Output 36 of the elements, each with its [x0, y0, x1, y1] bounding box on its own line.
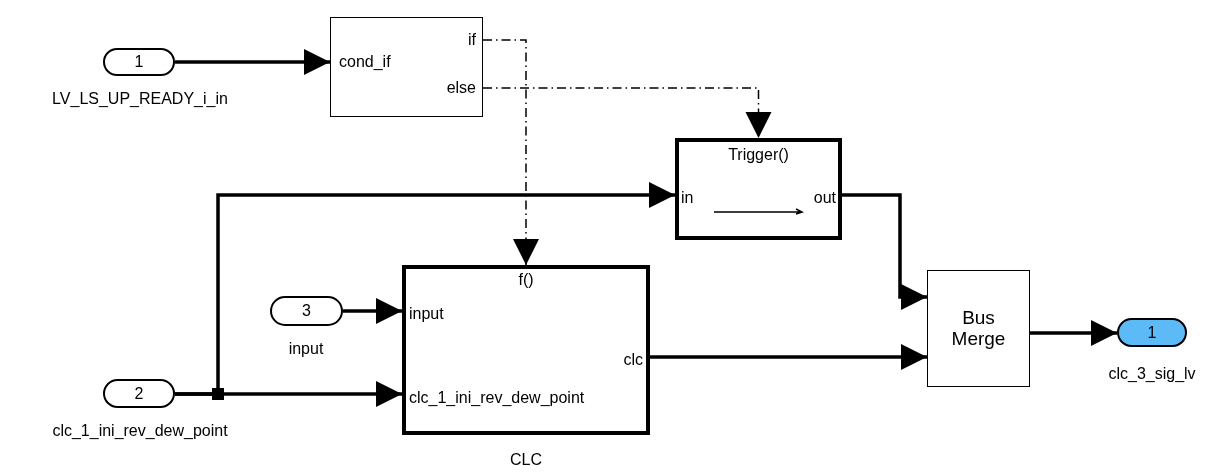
block-name: CLC: [510, 452, 542, 468]
block: [330, 17, 483, 117]
block-label: Trigger(): [728, 147, 789, 163]
control-signal-arrow: [482, 39, 539, 266]
port-label: if: [468, 32, 476, 48]
block-name: clc_1_ini_rev_dew_point: [52, 423, 228, 439]
signal-arrow: [175, 381, 402, 407]
port-label: out: [813, 190, 836, 206]
port-block: [103, 379, 175, 408]
block: [927, 270, 1030, 387]
port-block: [270, 296, 343, 326]
port-label: clc: [623, 352, 643, 368]
port-label: in: [681, 190, 694, 206]
signal-arrow: [343, 298, 402, 324]
port-number: 2: [134, 385, 144, 402]
port-number: 3: [302, 303, 311, 319]
port-label: input: [409, 306, 444, 322]
signal-arrow: [842, 193, 927, 310]
port-label: else: [446, 80, 476, 96]
block-label: Bus Merge: [950, 306, 1007, 351]
signal-arrow: [650, 344, 927, 370]
port-number: 1: [134, 54, 144, 70]
port-block: [103, 48, 175, 76]
block-label: f(): [518, 272, 534, 288]
port-label: cond_if: [339, 54, 391, 70]
block-name: clc_3_sig_lv: [1108, 366, 1196, 382]
port-label: clc_1_ini_rev_dew_point: [409, 390, 585, 406]
block-name: LV_LS_UP_READY_i_in: [52, 91, 228, 107]
block-name: input: [288, 341, 324, 357]
subsystem-block: [402, 265, 650, 435]
subsystem-block: [675, 138, 842, 240]
control-signal-arrow: [482, 87, 772, 139]
signal-arrow: [175, 49, 330, 75]
port-block: [1117, 318, 1187, 347]
port-number: 1: [1147, 324, 1157, 341]
signal-arrow: [1030, 320, 1117, 346]
